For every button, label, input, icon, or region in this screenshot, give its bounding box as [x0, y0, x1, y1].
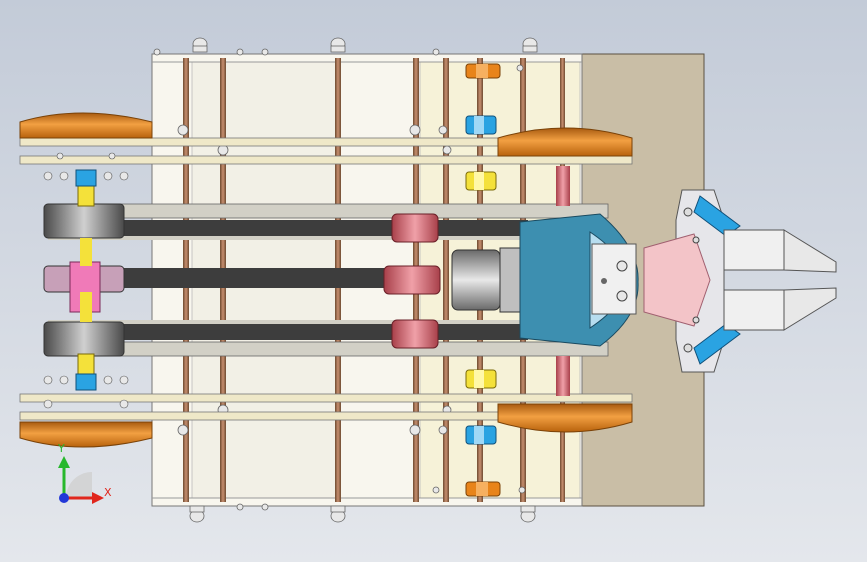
yellow-pulley-top [465, 171, 497, 191]
triad-x-label: X [104, 486, 112, 499]
top-bolts [153, 37, 538, 156]
left-fasteners [43, 152, 129, 409]
bevel-gear [519, 213, 639, 347]
right-top-wheel [497, 127, 633, 157]
robot-model[interactable] [19, 37, 837, 523]
gripper-assembly [643, 189, 837, 373]
left-bottom-wheel [19, 421, 153, 448]
blue-pulley-top [465, 115, 497, 135]
yellow-pulley-bottom [465, 369, 497, 389]
left-drums [43, 169, 125, 391]
bottom-bolts [177, 404, 536, 523]
red-drums [383, 166, 570, 396]
orange-pulley-bottom [465, 481, 501, 497]
right-bottom-wheel [497, 403, 633, 433]
triad-y-label: Y [57, 442, 65, 455]
blue-pulley-bottom [465, 425, 497, 445]
triad-y-arrow-icon [58, 456, 70, 468]
triad-x-arrow-icon [92, 492, 104, 504]
left-top-wheel [19, 112, 153, 139]
triad-z-axis [59, 493, 69, 503]
orange-pulley-top [465, 63, 501, 79]
triad-arc [66, 472, 92, 498]
axis-triad: Y X [57, 442, 112, 504]
